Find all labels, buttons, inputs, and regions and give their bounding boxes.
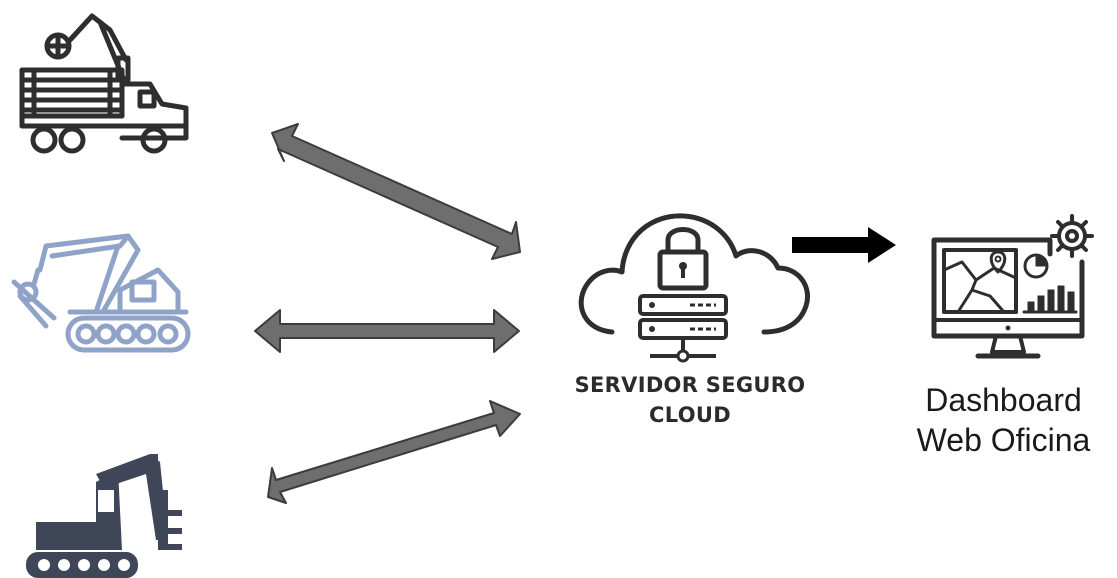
link-arrow-feller <box>267 400 521 504</box>
feller-buncher-icon <box>26 454 182 578</box>
server-caption-line1: SERVIDOR SEGURO <box>574 373 806 397</box>
server-caption-line2: CLOUD <box>649 403 731 427</box>
dashboard-caption-line2: Web Oficina <box>916 422 1091 458</box>
dashboard-caption: Dashboard Web Oficina <box>890 380 1117 460</box>
dashboard-caption-line1: Dashboard <box>925 382 1082 418</box>
gear-icon <box>1050 214 1094 258</box>
forestry-harvester-icon <box>11 233 191 353</box>
flow-arrow-to-dashboard <box>792 227 896 263</box>
link-arrow-truck <box>271 123 521 260</box>
secure-cloud-server-icon <box>578 213 810 363</box>
dashboard-monitor-icon <box>931 214 1094 359</box>
log-truck-icon <box>19 13 189 154</box>
link-arrow-harvester <box>254 309 520 353</box>
server-caption: SERVIDOR SEGURO CLOUD <box>560 370 820 430</box>
